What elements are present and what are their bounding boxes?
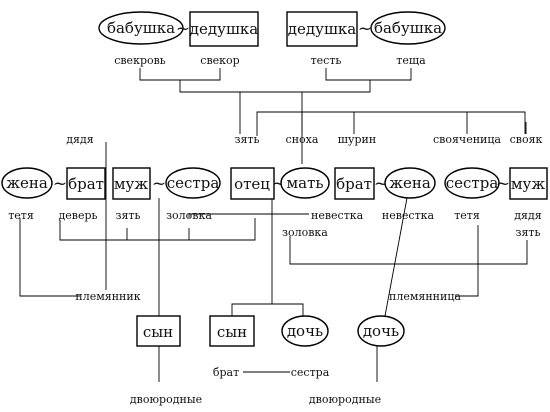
svg-text:отец: отец xyxy=(234,175,270,193)
node-son-center: сын xyxy=(209,315,255,347)
label-zolovka-mid: золовка xyxy=(166,209,212,222)
marriage-symbol: ~ xyxy=(176,19,190,39)
svg-text:брат: брат xyxy=(336,175,372,193)
marriage-symbol: ~ xyxy=(53,174,67,194)
svg-text:дочь: дочь xyxy=(363,322,399,340)
line-center-children xyxy=(231,303,304,316)
node-husband-mid: муж xyxy=(112,167,151,200)
svg-text:бабушка: бабушка xyxy=(374,19,442,37)
svg-text:сын: сын xyxy=(217,323,247,341)
node-daughter-right: дочь xyxy=(357,315,405,347)
svg-text:дедушка: дедушка xyxy=(288,20,356,38)
line-brother-right-down xyxy=(384,197,408,317)
marriage-symbol: ~ xyxy=(374,174,388,194)
node-grandpa-left: дедушка xyxy=(189,11,259,47)
node-brother-right: брат xyxy=(334,167,375,200)
label-zolovka-center: золовка xyxy=(282,226,328,239)
svg-text:брат: брат xyxy=(68,175,104,193)
line-tetya-plemyannik xyxy=(19,218,80,297)
svg-text:мать: мать xyxy=(286,174,323,192)
label-dyadya-top: дядя xyxy=(66,133,93,146)
label-teshcha: теща xyxy=(396,54,426,67)
label-test: тесть xyxy=(311,54,342,67)
line-zolovka-nevestka xyxy=(188,213,309,218)
label-svoyak: свояк xyxy=(510,133,543,146)
node-grandma-left: бабушка xyxy=(98,11,184,45)
label-svekrov: свекровь xyxy=(114,54,166,67)
svg-text:сын: сын xyxy=(143,323,173,341)
svg-text:жена: жена xyxy=(6,174,48,192)
label-nevestka-right: невестка xyxy=(382,209,435,222)
label-zyat-top: зять xyxy=(234,133,259,146)
marriage-symbol: ~ xyxy=(496,174,510,194)
node-daughter-center: дочь xyxy=(281,315,329,347)
svg-text:сестра: сестра xyxy=(167,174,220,192)
label-tetya-right: тетя xyxy=(454,209,480,222)
svg-text:муж: муж xyxy=(114,175,148,193)
svg-text:муж: муж xyxy=(511,175,545,193)
label-dever: деверь xyxy=(58,209,97,222)
svg-text:дедушка: дедушка xyxy=(190,20,258,38)
label-plemyannitsa: племянница xyxy=(389,290,461,303)
line-svekrov-mid xyxy=(179,80,303,164)
label-brat-bottom: брат xyxy=(213,366,239,379)
label-shurin: шурин xyxy=(338,133,376,146)
connector-lines xyxy=(19,68,528,382)
label-dyadya-right: дядя xyxy=(514,209,541,222)
line-dever-zolovka xyxy=(59,218,256,241)
node-son-left: сын xyxy=(136,315,181,347)
label-svekor: свекор xyxy=(200,54,239,67)
label-dvoyurodnye-right: двоюродные xyxy=(309,393,381,406)
label-sestra-bottom: сестра xyxy=(291,366,330,379)
line-row2-bar xyxy=(256,111,526,136)
marriage-symbol: ~ xyxy=(152,174,166,194)
line-tetya-right xyxy=(455,225,479,297)
node-husband-right: муж xyxy=(509,167,548,200)
node-sister-mid: сестра xyxy=(165,167,221,199)
label-tetya-left: тетя xyxy=(8,209,34,222)
line-test-teshcha xyxy=(325,68,412,81)
line-zolovka-center xyxy=(289,236,528,265)
label-nevestka-center: невестка xyxy=(311,209,364,222)
node-grandma-right: бабушка xyxy=(370,11,446,45)
label-zyat-right: зять xyxy=(515,226,540,239)
node-brother-left: брат xyxy=(66,167,106,200)
node-wife-right: жена xyxy=(384,167,436,199)
label-dvoyurodnye-left: двоюродные xyxy=(130,393,202,406)
svg-text:бабушка: бабушка xyxy=(107,19,175,37)
node-wife-left: жена xyxy=(1,167,53,199)
line-test-mid xyxy=(239,80,371,134)
node-father: отец xyxy=(230,167,275,200)
line-svekrov-svekor xyxy=(139,68,221,81)
label-svoyachnitsa: свояченица xyxy=(433,133,501,146)
node-mother: мать xyxy=(280,167,330,199)
svg-text:сестра: сестра xyxy=(446,174,499,192)
node-sister-right: сестра xyxy=(444,167,500,199)
node-grandpa-right: дедушка xyxy=(286,11,358,47)
svg-text:жена: жена xyxy=(389,174,431,192)
marriage-symbol: ~ xyxy=(358,19,372,39)
label-plemyannik: племянник xyxy=(75,290,140,303)
svg-text:дочь: дочь xyxy=(287,322,323,340)
label-zyat-mid: зять xyxy=(115,209,140,222)
label-snokha: сноха xyxy=(286,133,319,146)
